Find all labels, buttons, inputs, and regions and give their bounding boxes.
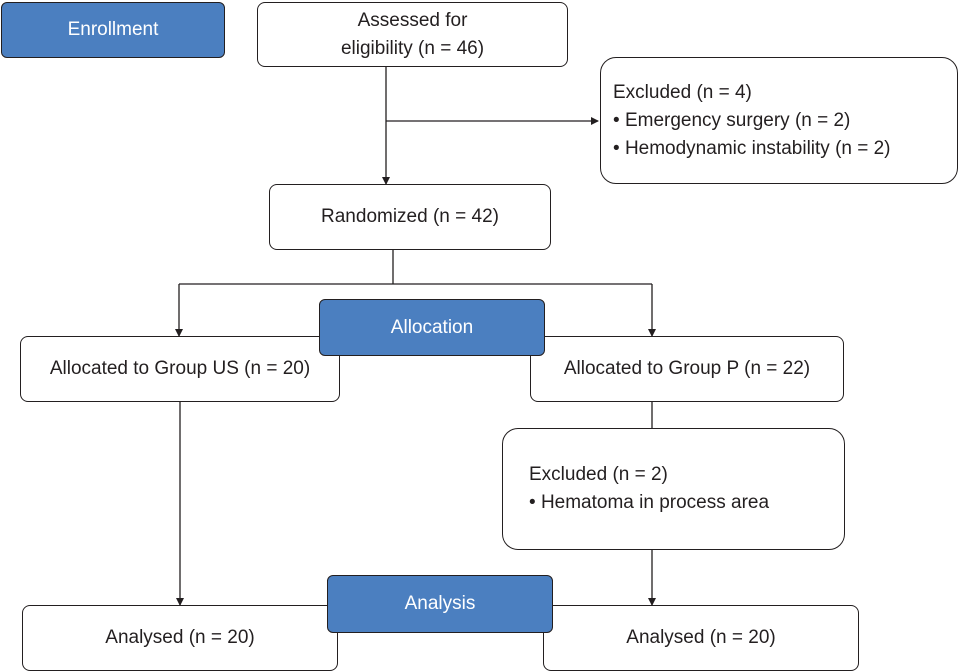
excluded-reason-item: Emergency surgery (n = 2) <box>613 107 957 135</box>
assessed-box: Assessed for eligibility (n = 46) <box>257 2 568 67</box>
assessed-line-1: Assessed for <box>357 9 468 31</box>
stage-label-enrollment: Enrollment <box>1 2 225 58</box>
excluded-group-p-box: Excluded (n = 2) Hematoma in process are… <box>502 428 845 550</box>
excluded-reason-item: Hematoma in process area <box>529 489 844 517</box>
randomized-box: Randomized (n = 42) <box>269 184 551 250</box>
allocated-group-p-box: Allocated to Group P (n = 22) <box>530 336 844 402</box>
allocated-group-us-text: Allocated to Group US (n = 20) <box>49 358 311 379</box>
analysed-group-p-text: Analysed (n = 20) <box>626 627 776 648</box>
excluded-reason-item: Hemodynamic instability (n = 2) <box>613 135 957 163</box>
stage-label-allocation: Allocation <box>319 299 545 356</box>
analysed-group-us-text: Analysed (n = 20) <box>105 627 255 648</box>
randomized-text: Randomized (n = 42) <box>321 206 499 227</box>
analysed-group-us-box: Analysed (n = 20) <box>22 605 338 671</box>
stage-label-text: Analysis <box>404 593 476 614</box>
excluded-group-p-title: Excluded (n = 2) <box>529 464 668 485</box>
stage-label-text: Enrollment <box>67 19 159 40</box>
excluded-enrollment-title: Excluded (n = 4) <box>613 81 752 103</box>
stage-label-text: Allocation <box>390 316 474 338</box>
assessed-line-2: eligibility (n = 46) <box>340 37 485 59</box>
excluded-enrollment-box: Excluded (n = 4) Emergency surgery (n = … <box>600 57 958 184</box>
allocated-group-us-box: Allocated to Group US (n = 20) <box>20 336 340 402</box>
stage-label-analysis: Analysis <box>327 575 553 633</box>
analysed-group-p-box: Analysed (n = 20) <box>543 605 859 671</box>
allocated-group-p-text: Allocated to Group P (n = 22) <box>563 358 811 379</box>
